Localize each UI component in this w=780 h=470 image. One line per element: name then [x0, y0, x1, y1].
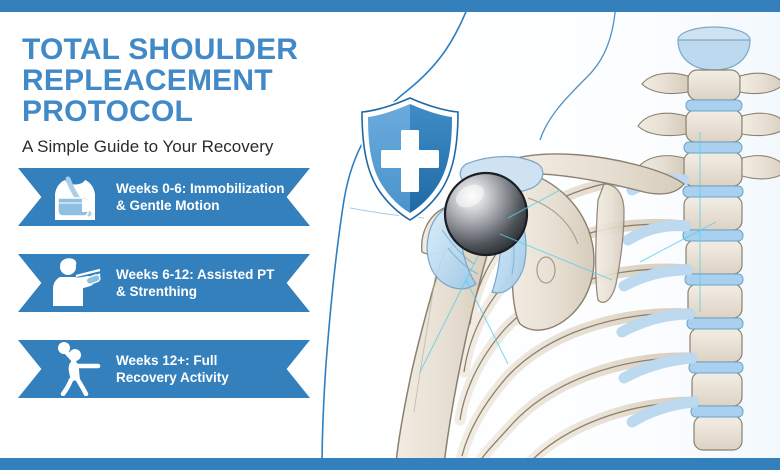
recovery-phase-list: Weeks 0-6: Immobilization & Gentle Motio…	[18, 168, 310, 426]
clavicle	[515, 153, 685, 195]
list-item-label: Weeks 0-6: Immobilization & Gentle Motio…	[116, 181, 285, 213]
anatomy-leader-lines	[419, 132, 717, 373]
page-subtitle: A Simple Guide to Your Recovery	[22, 137, 274, 156]
list-item-label: Weeks 12+: Full Recovery Activity	[116, 353, 229, 385]
arm-sling-icon	[55, 176, 95, 220]
skull-base	[677, 26, 751, 71]
shoulder-anatomy-illustration	[321, 12, 780, 458]
resistance-band-therapy-icon	[53, 258, 101, 306]
list-item[interactable]: Weeks 6-12: Assisted PT & Strenthing	[18, 254, 310, 312]
prosthetic-humeral-head	[443, 171, 529, 257]
top-accent-bar	[0, 0, 780, 12]
shield-cross-icon	[381, 130, 439, 192]
medical-shield-emblem	[359, 95, 461, 223]
page-title: TOTAL SHOULDER REPLEACEMENT PROTOCOL	[22, 33, 299, 128]
thoracic-vertebrae	[683, 69, 743, 451]
list-item[interactable]: Weeks 0-6: Immobilization & Gentle Motio…	[18, 168, 310, 226]
list-item[interactable]: Weeks 12+: Full Recovery Activity	[18, 340, 310, 398]
headline-block: TOTAL SHOULDER REPLEACEMENT PROTOCOL A S…	[22, 34, 492, 157]
sternum	[595, 183, 625, 303]
list-item-label: Weeks 6-12: Assisted PT & Strenthing	[116, 267, 275, 299]
bottom-accent-bar	[0, 458, 780, 470]
ball-throwing-athlete-icon	[58, 342, 101, 396]
